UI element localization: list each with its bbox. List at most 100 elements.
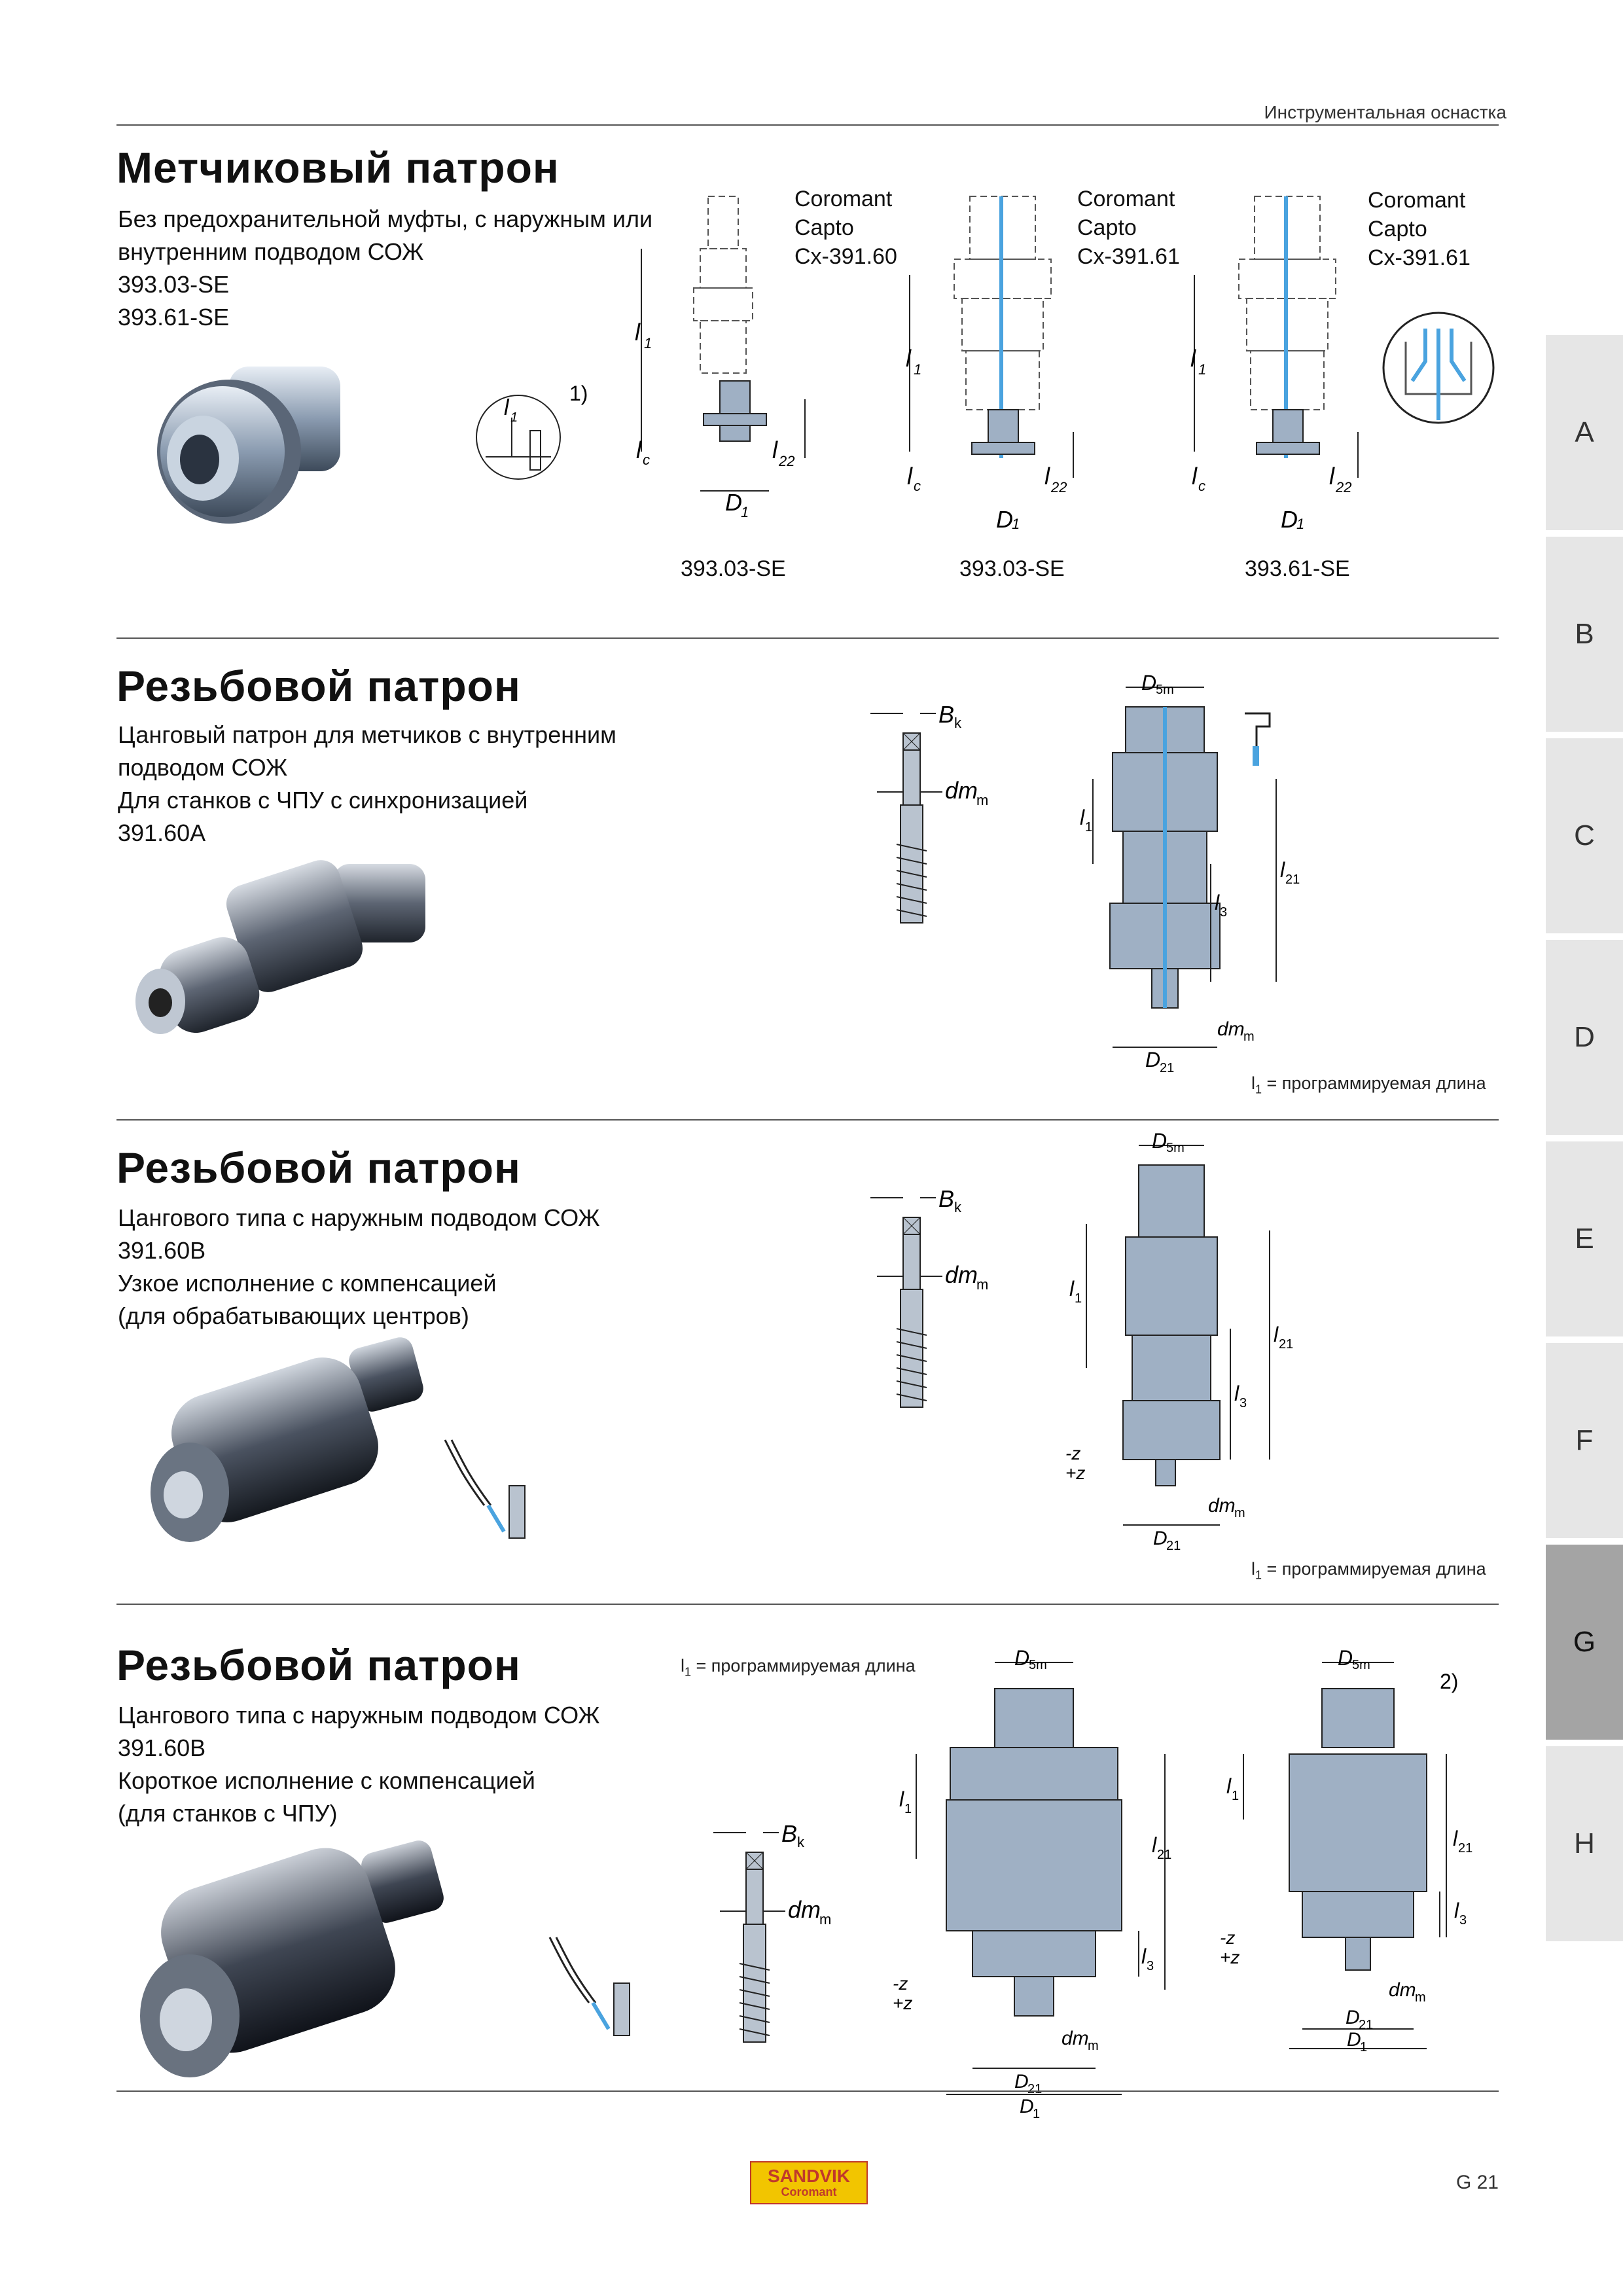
capto-a-line3: Cx-391.60: [794, 244, 897, 269]
capto-label-b: Coromant Capto Cx-391.61: [1077, 185, 1180, 271]
dim-l21-4a: l: [1152, 1833, 1157, 1857]
section2-note: l1 = программируемая длина: [1251, 1073, 1486, 1096]
section2-desc-line2: подводом СОЖ: [118, 754, 288, 781]
dim-d1-b-sub: 1: [1012, 516, 1020, 530]
header-rule: [116, 124, 1499, 126]
dim-dmm-3-sub: m: [976, 1276, 988, 1293]
dim-dmm-4b-sub: m: [1415, 1990, 1426, 2005]
dim-bk-4-sub: k: [797, 1834, 805, 1850]
dim-l3-2: l: [1215, 891, 1220, 914]
dim-lc-c: l: [1192, 463, 1198, 490]
tab-f[interactable]: F: [1546, 1343, 1623, 1541]
dim-l22-c-sub: 22: [1335, 479, 1351, 495]
dim-l1-3-sub: 1: [1075, 1291, 1082, 1306]
dim-d21-4a-sub: 21: [1027, 2082, 1042, 2096]
dim-l1-4b: l: [1226, 1774, 1232, 1798]
dim-d5m-4a-sub: 5m: [1029, 1658, 1047, 1672]
tab-d-label: D: [1574, 1021, 1595, 1053]
sandvik-coromant-logo: SANDVIK Coromant: [750, 2161, 868, 2204]
dim-bk-2: B: [938, 701, 954, 728]
section3-desc-line2: 391.60B: [118, 1237, 206, 1264]
section2-note-l: l: [1251, 1073, 1255, 1093]
dim-d1-4a: D: [1020, 2096, 1034, 2117]
dim-l22-c: l: [1329, 463, 1335, 490]
dim-dmm-2-sub: m: [976, 792, 988, 808]
section3-title: Резьбовой патрон: [116, 1143, 521, 1192]
dim-d1-a-sub: 1: [741, 504, 749, 520]
dim-bk-3-sub: k: [954, 1199, 962, 1215]
coolant-tap-icon: [1245, 712, 1271, 766]
dim-l1-c: l: [1190, 345, 1196, 372]
dim-l21-4b: l: [1453, 1827, 1458, 1850]
footnote-2-marker: 2): [1440, 1670, 1458, 1693]
capto-c-line2: Capto: [1368, 217, 1427, 242]
capto-c-line1: Coromant: [1368, 188, 1466, 213]
drawing-b-caption: 393.03-SE: [959, 556, 1065, 581]
capto-label-a: Coromant Capto Cx-391.60: [794, 185, 897, 271]
section4-note-l: l: [681, 1656, 685, 1676]
section3-desc-line1: Цангового типа с наружным подводом СОЖ: [118, 1204, 600, 1231]
tab-b[interactable]: B: [1546, 537, 1623, 734]
dim-dmm-3: dm: [945, 1261, 978, 1288]
dim-l3-3: l: [1234, 1382, 1240, 1405]
dim-d5m-3-sub: 5m: [1166, 1141, 1185, 1155]
dim-d1-c: D: [1281, 506, 1298, 530]
section2-desc-line1: Цанговый патрон для метчиков с внутренни…: [118, 721, 616, 748]
dim-dmm-2: dm: [945, 777, 978, 804]
drawing-393-03-se-a: l 1 l c l 22 D 1: [635, 196, 806, 520]
internal-coolant-detail: [1382, 312, 1495, 424]
dim-d1-4b: D: [1347, 2029, 1361, 2051]
external-coolant-icon-b: [444, 1439, 526, 1539]
section3-description: Цангового типа с наружным подводом СОЖ 3…: [118, 1202, 600, 1333]
dim-d5m-2: D: [1141, 674, 1156, 694]
dim-d21-2-sub: 21: [1160, 1061, 1174, 1075]
tab-h[interactable]: H: [1546, 1746, 1623, 1944]
dim-d21-3-sub: 21: [1166, 1539, 1181, 1551]
section1-description: Без предохранительной муфты, с наружным …: [118, 203, 652, 334]
section4-rule: [116, 2090, 1499, 2092]
dim-d1-b: D: [996, 506, 1013, 530]
dim-l1-a: l: [635, 319, 641, 346]
section4-note-text: = программируемая длина: [691, 1656, 916, 1676]
drawing-391-60b-short-a: D 5m l 1 l 3 l 21 -z +z dm m D 21 D 1: [893, 1646, 1171, 2121]
tab-a[interactable]: A: [1546, 335, 1623, 533]
dim-minus-z-4b: -z: [1220, 1928, 1235, 1948]
section2-desc-line3: Для станков с ЧПУ с синхронизацией: [118, 787, 528, 814]
dim-d21-4a: D: [1014, 2071, 1029, 2092]
section2-title: Резьбовой патрон: [116, 662, 521, 710]
section1-desc-line4: 393.61-SE: [118, 304, 230, 331]
dim-l1-b-sub: 1: [914, 361, 921, 378]
section4-title: Резьбовой патрон: [116, 1641, 521, 1689]
dim-dmm-4: dm: [788, 1896, 821, 1923]
logo-line1: SANDVIK: [767, 2166, 850, 2186]
dim-lc-a-sub: c: [643, 452, 650, 468]
dim-dmm-2b: dm: [1217, 1018, 1245, 1040]
tab-h-label: H: [1574, 1827, 1595, 1859]
dim-l3-3-sub: 3: [1240, 1396, 1247, 1410]
dim-l22-a: l: [772, 437, 778, 463]
section1-desc-line2: внутренним подводом СОЖ: [118, 238, 424, 265]
dim-d5m-4a: D: [1014, 1646, 1029, 1670]
page-number: G 21: [1455, 2172, 1499, 2193]
tap-sketch-391-60b-short: B k dm m: [713, 1820, 831, 2043]
external-coolant-icon-c: [548, 1937, 630, 2036]
detail-l1-text: l: [504, 395, 510, 420]
dim-d1-4a-sub: 1: [1033, 2107, 1040, 2121]
dim-l21-4b-sub: 21: [1458, 1841, 1472, 1856]
tab-d[interactable]: D: [1546, 940, 1623, 1138]
dim-d5m-4b: D: [1338, 1646, 1353, 1670]
tab-c[interactable]: C: [1546, 738, 1623, 936]
collet-chuck-photo-b: [151, 1337, 423, 1542]
dim-l1-c-sub: 1: [1198, 361, 1206, 378]
dim-l1-2-sub: 1: [1085, 820, 1092, 834]
dim-l3-2-sub: 3: [1220, 905, 1227, 920]
section2-note-text: = программируемая длина: [1262, 1073, 1486, 1093]
dim-dmm-2b-sub: m: [1243, 1030, 1255, 1044]
section4-note-sub: 1: [685, 1665, 692, 1679]
tab-e[interactable]: E: [1546, 1141, 1623, 1339]
tap-sketch-391-60b-narrow: B k dm m: [870, 1185, 988, 1408]
tab-g[interactable]: G: [1546, 1545, 1623, 1742]
capto-a-line2: Capto: [794, 215, 854, 240]
section2-note-sub: 1: [1255, 1083, 1262, 1096]
dim-l1-4a-sub: 1: [904, 1802, 912, 1816]
